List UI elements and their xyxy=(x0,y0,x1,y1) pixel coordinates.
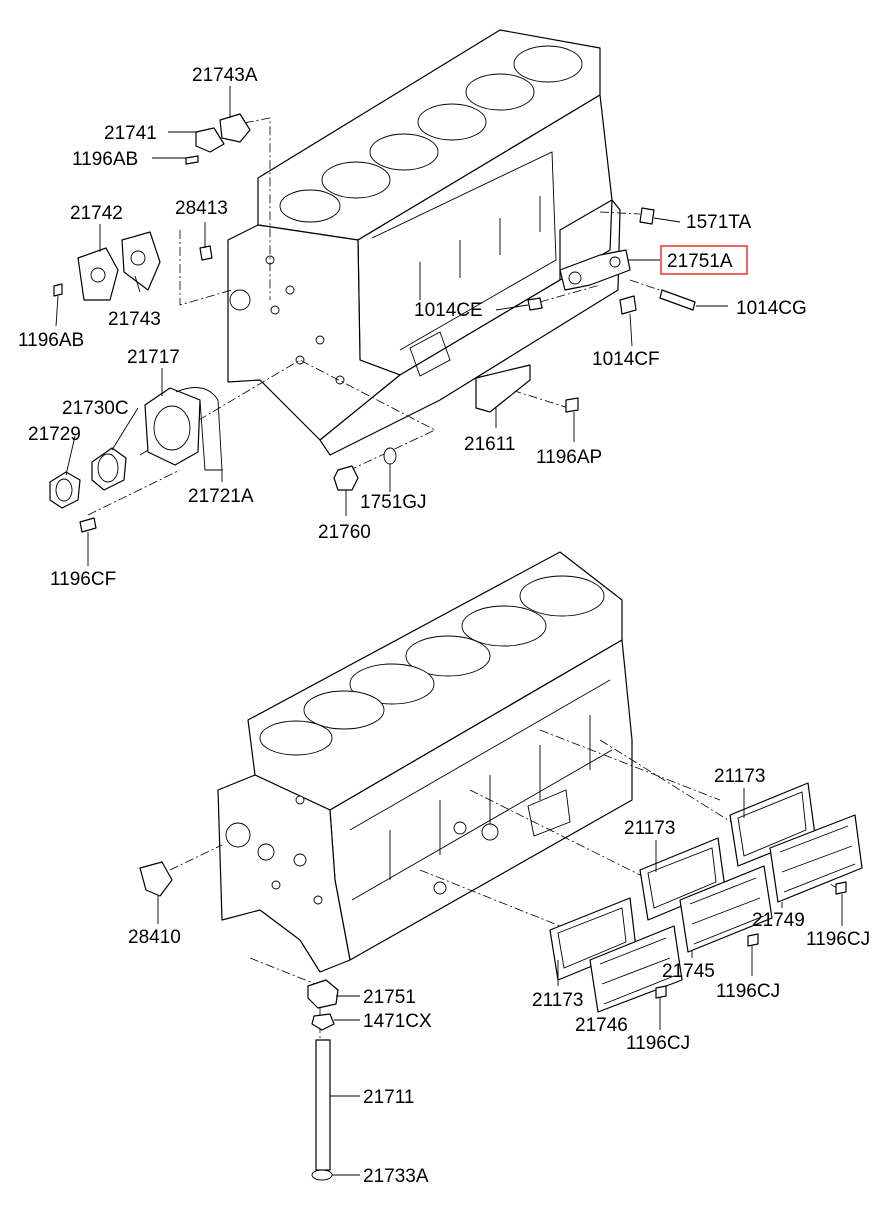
label-21751[interactable]: 21751 xyxy=(363,987,416,1008)
label-21742[interactable]: 21742 xyxy=(70,203,123,224)
label-21717[interactable]: 21717 xyxy=(127,347,180,368)
label-1571TA[interactable]: 1571TA xyxy=(686,212,751,233)
label-1751GJ[interactable]: 1751GJ xyxy=(360,492,427,513)
label-1196CJ-b[interactable]: 1196CJ xyxy=(716,981,780,1002)
highlight-box-21751A xyxy=(660,245,748,275)
label-1196AB-left[interactable]: 1196AB xyxy=(18,330,84,351)
label-21173-c[interactable]: 21173 xyxy=(532,990,583,1011)
part-labels: 21743A 21741 1196AB 21742 28413 21743 11… xyxy=(18,65,870,1187)
label-21730C[interactable]: 21730C xyxy=(62,398,129,419)
label-21173-a[interactable]: 21173 xyxy=(714,766,765,787)
label-1196AP[interactable]: 1196AP xyxy=(536,447,602,468)
label-21749[interactable]: 21749 xyxy=(752,910,805,931)
label-1014CG[interactable]: 1014CG xyxy=(736,298,807,319)
label-21746[interactable]: 21746 xyxy=(575,1015,628,1036)
label-21741[interactable]: 21741 xyxy=(104,123,157,144)
label-21743[interactable]: 21743 xyxy=(108,309,161,330)
label-21751A[interactable]: 21751A xyxy=(667,251,733,272)
label-21743A[interactable]: 21743A xyxy=(192,65,258,86)
upper-small-parts xyxy=(49,113,696,533)
label-21611[interactable]: 21611 xyxy=(464,434,515,455)
label-21711[interactable]: 21711 xyxy=(363,1087,414,1108)
label-21733A[interactable]: 21733A xyxy=(363,1166,429,1187)
label-1014CF[interactable]: 1014CF xyxy=(592,349,660,370)
label-1196AB-top[interactable]: 1196AB xyxy=(72,149,138,170)
leader-lines xyxy=(55,86,843,1176)
label-21729[interactable]: 21729 xyxy=(28,424,81,445)
label-21721A[interactable]: 21721A xyxy=(188,486,254,507)
label-1014CE[interactable]: 1014CE xyxy=(414,300,483,321)
lower-small-parts xyxy=(139,861,339,1181)
label-21745[interactable]: 21745 xyxy=(662,961,715,982)
label-28413[interactable]: 28413 xyxy=(175,198,228,219)
lower-engine-block xyxy=(217,551,633,973)
label-1471CX[interactable]: 1471CX xyxy=(363,1011,432,1032)
label-21760[interactable]: 21760 xyxy=(318,522,371,543)
label-28410[interactable]: 28410 xyxy=(128,927,181,948)
label-1196CJ-a[interactable]: 1196CJ xyxy=(806,929,870,950)
side-covers xyxy=(549,782,863,1013)
label-1196CF[interactable]: 1196CF xyxy=(50,569,116,590)
label-21173-b[interactable]: 21173 xyxy=(624,818,675,839)
upper-engine-block xyxy=(227,29,621,456)
label-1196CJ-c[interactable]: 1196CJ xyxy=(626,1033,690,1054)
